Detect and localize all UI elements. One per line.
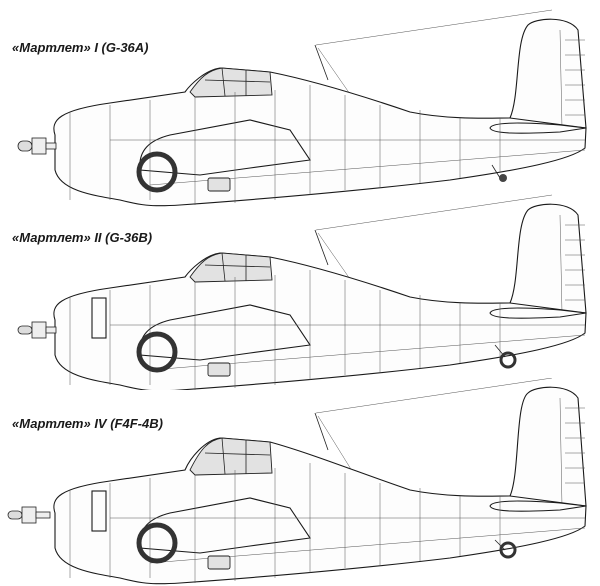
tail-wheel <box>491 164 507 182</box>
variant-label-2: «Мартлет» II (G-36B) <box>12 230 153 245</box>
fin-rudder <box>509 18 587 131</box>
cowl-intake <box>91 490 107 532</box>
main-wheel <box>136 522 178 564</box>
main-wheel <box>136 151 178 193</box>
main-wheel <box>136 331 178 373</box>
wing <box>139 119 311 176</box>
tail-wheel <box>499 351 517 369</box>
belly-window <box>207 177 231 192</box>
variant-label-3: «Мартлет» IV (F4F-4B) <box>12 416 163 431</box>
aircraft-profile-2 <box>0 185 600 390</box>
aircraft-profile-3 <box>0 378 600 586</box>
aircraft-profile-1 <box>0 0 600 215</box>
canopy <box>189 67 273 98</box>
fuselage <box>53 252 587 390</box>
tail-wheel <box>499 541 517 559</box>
fin-rudder <box>509 203 587 316</box>
propeller-hub <box>17 137 57 155</box>
cowl-intake <box>91 297 107 339</box>
variant-label-1: «Мартлет» I (G-36A) <box>12 40 149 55</box>
fin-rudder <box>509 386 587 509</box>
